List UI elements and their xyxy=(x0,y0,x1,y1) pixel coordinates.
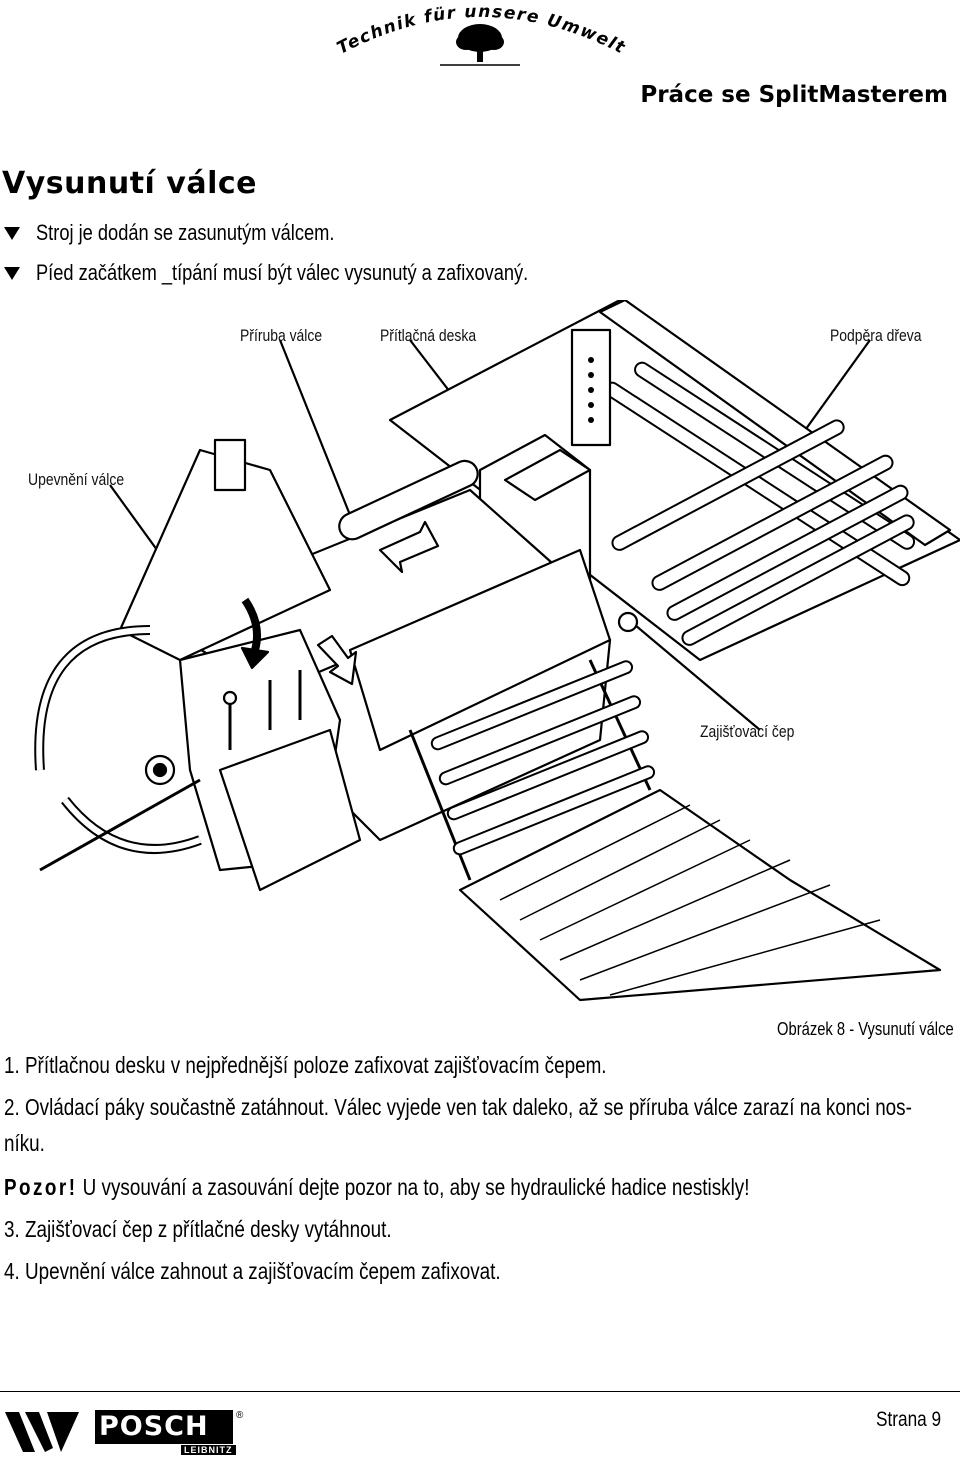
w-logo-icon xyxy=(5,1412,79,1452)
registered-mark-icon: ® xyxy=(236,1410,244,1421)
posch-logo: POSCH LEIBNITZ ® xyxy=(95,1410,243,1456)
label-locking-pin: Zajišťovací čep xyxy=(700,722,795,741)
step-2-cont: níku. xyxy=(4,1130,45,1156)
warning-label: Pozor! xyxy=(4,1174,78,1200)
label-pressure-plate: Přítlačná deska xyxy=(380,326,477,345)
step-3: 3. Zajišťovací čep z přítlačné desky vyt… xyxy=(4,1216,392,1242)
step-1: 1. Přítlačnou desku v nejpřednější poloz… xyxy=(4,1052,607,1078)
bullet-text: Píed začátkem _típání musí být válec vys… xyxy=(36,260,529,285)
footer-divider xyxy=(0,1391,960,1392)
label-flange: Příruba válce xyxy=(240,326,323,345)
header-title: Práce se SplitMasterem xyxy=(640,82,948,108)
bullet-text: Stroj je dodán se zasunutým válcem. xyxy=(36,220,335,245)
tree-logo-icon xyxy=(440,24,520,66)
section-title: Vysunutí válce xyxy=(2,166,257,201)
brand-sub: LEIBNITZ xyxy=(181,1445,236,1455)
figure-caption: Obrázek 8 - Vysunutí válce xyxy=(777,1019,954,1039)
triangle-bullet-icon xyxy=(4,267,20,280)
page-number: Strana 9 xyxy=(876,1408,942,1431)
brand-name: POSCH xyxy=(99,1411,209,1442)
label-cylinder-mount: Upevnění válce xyxy=(28,470,125,489)
splitmaster-illustration xyxy=(34,300,960,1002)
triangle-bullet-icon xyxy=(4,227,20,240)
step-4: 4. Upevnění válce zahnout a zajišťovacím… xyxy=(4,1258,501,1284)
step-2: 2. Ovládací páky součastně zatáhnout. Vá… xyxy=(4,1094,912,1120)
warning-text: U vysouvání a zasouvání dejte pozor na t… xyxy=(82,1174,750,1200)
warning: Pozor! U vysouvání a zasouvání dejte poz… xyxy=(4,1174,749,1201)
label-wood-support: Podpěra dřeva xyxy=(830,326,922,345)
